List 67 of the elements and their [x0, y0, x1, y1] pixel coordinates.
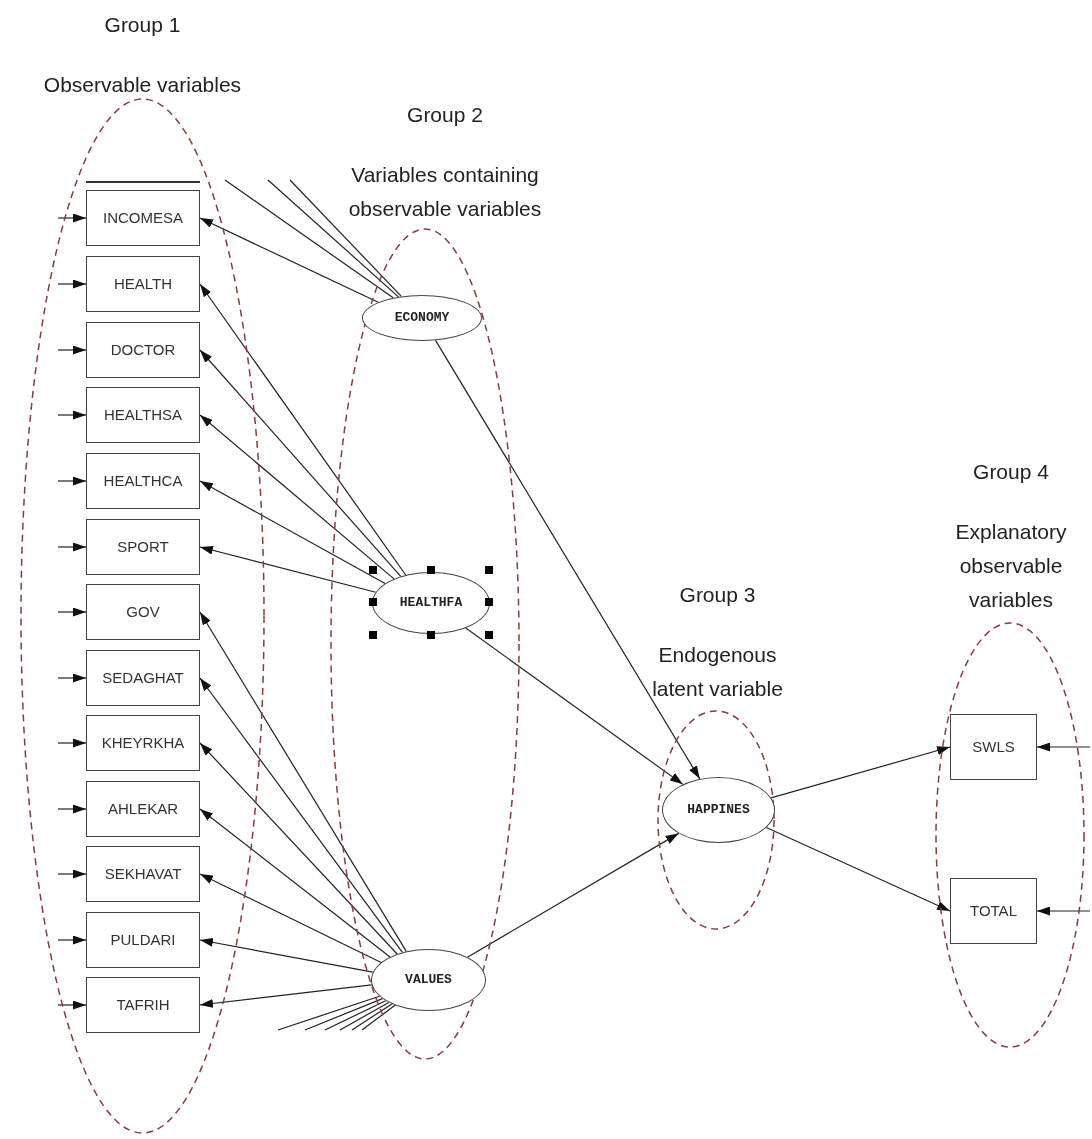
connector-line: [361, 1004, 396, 1031]
arrow: [465, 627, 684, 785]
error-arrow: [57, 673, 87, 683]
error-arrow: [57, 1000, 87, 1010]
group-description: Observable variables: [43, 72, 242, 98]
observed-variable-box: HEALTH: [86, 256, 200, 312]
connector-line: [324, 1000, 387, 1031]
arrow: [199, 349, 402, 577]
arrow: [199, 742, 398, 955]
observed-variable-box: SEKHAVAT: [86, 846, 200, 902]
observed-variable-box: SPORT: [86, 519, 200, 575]
latent-variable-ellipse: VALUES: [371, 949, 486, 1011]
group-title: Group 4: [973, 459, 1049, 485]
group-title: Group 3: [679, 582, 756, 608]
arrow: [199, 873, 382, 963]
error-arrow: [57, 869, 87, 879]
error-arrow: [57, 607, 87, 617]
observed-variable-box: AHLEKAR: [86, 781, 200, 837]
group-description: Endogenous latent variable: [651, 642, 784, 702]
error-arrow: [57, 410, 87, 420]
arrow: [466, 832, 680, 958]
observed-variable-box: INCOMESA: [86, 190, 200, 246]
observed-variable-box: GOV: [86, 584, 200, 640]
arrow: [199, 545, 377, 593]
connector-line: [351, 1003, 393, 1031]
error-arrow: [57, 804, 87, 814]
group-description: Explanatory observable variables: [954, 519, 1068, 613]
connector-line: [339, 1001, 390, 1031]
error-arrow: [57, 476, 87, 486]
observed-variable-box: HEALTHCA: [86, 453, 200, 509]
group-description: Variables containing observable variables: [347, 162, 543, 222]
arrow: [770, 746, 951, 799]
error-arrow: [57, 345, 87, 355]
observed-variable-box: HEALTHSA: [86, 387, 200, 443]
error-arrow: [1036, 742, 1091, 752]
observed-variable-box: TOTAL: [950, 878, 1037, 944]
connector-line: [289, 179, 402, 297]
arrow: [199, 677, 403, 953]
arrow: [765, 826, 951, 912]
group-title: Group 1: [104, 12, 181, 38]
error-arrow: [57, 542, 87, 552]
latent-variable-ellipse: HAPPINES: [662, 777, 775, 843]
connector-line: [277, 995, 381, 1031]
arrow: [199, 937, 374, 973]
observed-variable-box: DOCTOR: [86, 322, 200, 378]
arrow: [199, 808, 391, 958]
arrow: [199, 217, 379, 303]
observed-variable-box: SEDAGHAT: [86, 650, 200, 706]
error-arrow: [57, 935, 87, 945]
error-arrow: [57, 738, 87, 748]
observed-variable-box: SWLS: [950, 714, 1037, 780]
observed-variable-box: KHEYRKHA: [86, 715, 200, 771]
arrow: [199, 611, 407, 952]
arrow: [199, 283, 407, 576]
error-arrow: [57, 213, 87, 223]
error-arrow: [1036, 906, 1091, 916]
connector-line: [304, 998, 384, 1031]
group-title: Group 2: [407, 102, 483, 128]
arrow: [199, 414, 395, 580]
latent-variable-ellipse: ECONOMY: [362, 295, 482, 341]
error-arrow: [57, 279, 87, 289]
observed-variable-box: TAFRIH: [86, 977, 200, 1033]
observed-variable-box: PULDARI: [86, 912, 200, 968]
arrow: [199, 480, 386, 585]
latent-variable-ellipse: HEALTHFA: [372, 572, 490, 634]
arrow: [199, 984, 373, 1008]
connector-line: [224, 179, 394, 299]
